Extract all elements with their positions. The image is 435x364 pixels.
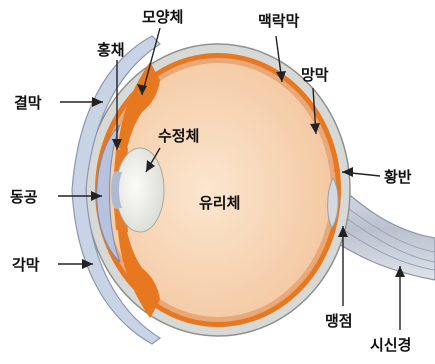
lens (116, 148, 164, 232)
label-donggong: 동공 (10, 188, 38, 206)
label-gyeolmak: 결막 (14, 94, 42, 112)
label-mangmak: 망막 (301, 66, 329, 84)
label-sisingyeong: 시신경 (370, 336, 411, 354)
label-maengjeom: 맹점 (325, 312, 353, 330)
label-maengnakmak: 맥락막 (258, 12, 300, 30)
label-sujeongche: 수정체 (158, 127, 199, 145)
label-yurische: 유리체 (199, 194, 240, 212)
label-hongchae: 홍채 (97, 41, 125, 59)
label-gangmak: 각막 (12, 256, 40, 274)
label-moyangche: 모양체 (142, 8, 183, 26)
macula (334, 167, 340, 173)
label-hwangban: 황반 (384, 168, 412, 186)
